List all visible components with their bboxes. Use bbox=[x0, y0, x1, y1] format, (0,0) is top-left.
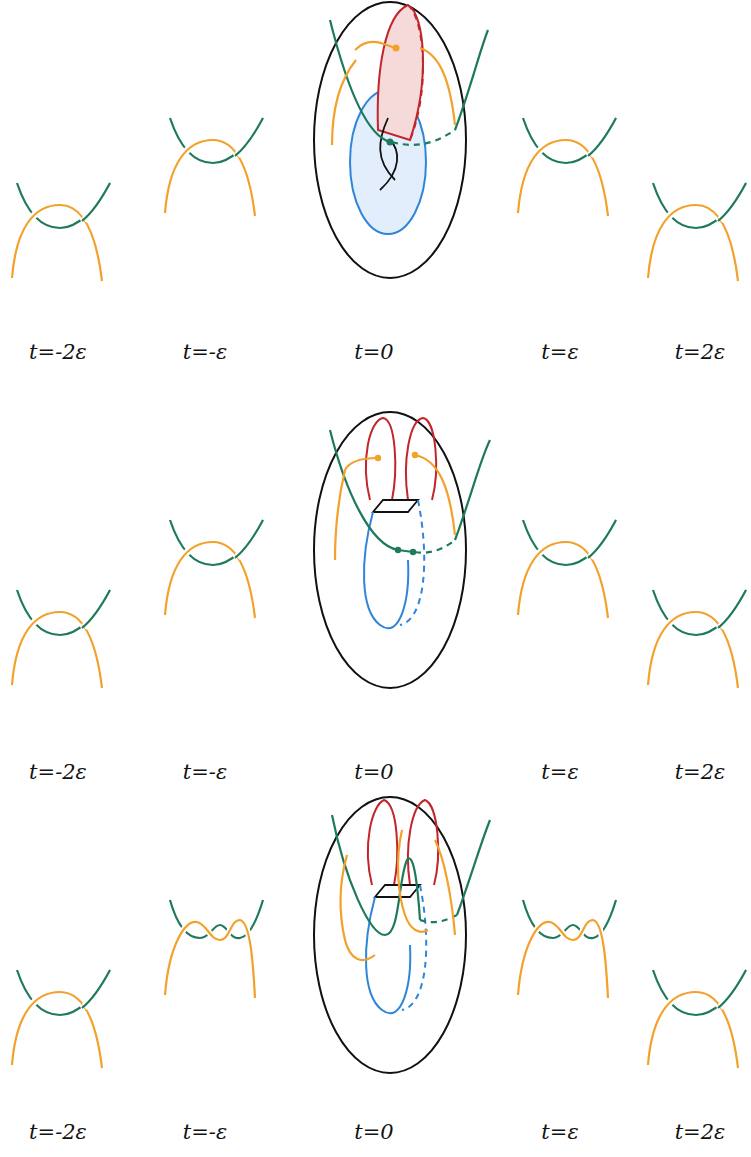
time-label: t=-2ε bbox=[29, 760, 87, 784]
time-label: t=-ε bbox=[183, 760, 227, 784]
time-label: t=2ε bbox=[675, 1120, 726, 1144]
time-label: t=-2ε bbox=[29, 1120, 87, 1144]
time-label: t=0 bbox=[354, 340, 393, 364]
time-label: t=ε bbox=[541, 340, 578, 364]
time-label: t=-ε bbox=[183, 340, 227, 364]
time-label: t=0 bbox=[354, 1120, 393, 1144]
time-label: t=2ε bbox=[675, 760, 726, 784]
time-label: t=0 bbox=[354, 760, 393, 784]
time-label: t=-ε bbox=[183, 1120, 227, 1144]
time-label: t=ε bbox=[541, 1120, 578, 1144]
time-label: t=2ε bbox=[675, 340, 726, 364]
time-label: t=ε bbox=[541, 760, 578, 784]
time-label: t=-2ε bbox=[29, 340, 87, 364]
